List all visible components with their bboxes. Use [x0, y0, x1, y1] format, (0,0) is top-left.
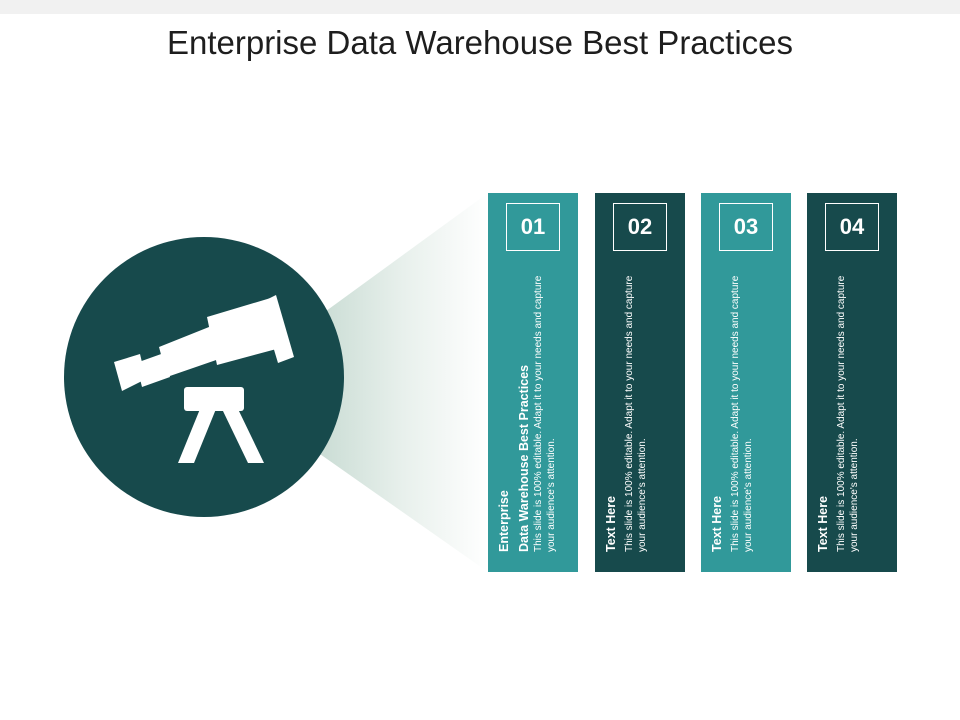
card-text: Text Here This slide is 100% editable. A… [709, 262, 789, 552]
card-number: 04 [825, 203, 879, 251]
card-02: 02 Text Here This slide is 100% editable… [595, 193, 685, 572]
card-03: 03 Text Here This slide is 100% editable… [701, 193, 791, 572]
card-heading-line2: Data Warehouse Best Practices [517, 364, 531, 552]
page-title: Enterprise Data Warehouse Best Practices [166, 24, 794, 61]
card-body: This slide is 100% editable. Adapt it to… [730, 275, 754, 552]
telescope-icon [114, 295, 294, 463]
card-text: Enterprise Data Warehouse Best Practices… [496, 262, 576, 552]
card-body: This slide is 100% editable. Adapt it to… [624, 275, 648, 552]
card-body: This slide is 100% editable. Adapt it to… [836, 275, 860, 552]
telescope-circle [64, 237, 344, 517]
card-body: This slide is 100% editable. Adapt it to… [533, 275, 557, 552]
card-01: 01 Enterprise Data Warehouse Best Practi… [488, 193, 578, 572]
card-text: Text Here This slide is 100% editable. A… [603, 262, 683, 552]
card-number: 03 [719, 203, 773, 251]
card-number: 02 [613, 203, 667, 251]
card-text: Text Here This slide is 100% editable. A… [815, 262, 895, 552]
card-number: 01 [506, 203, 560, 251]
card-heading: Text Here [816, 495, 830, 552]
card-heading: Text Here [710, 495, 724, 552]
card-heading: Text Here [604, 495, 618, 552]
card-04: 04 Text Here This slide is 100% editable… [807, 193, 897, 572]
top-strip [0, 0, 960, 14]
card-heading-line1: Enterprise [497, 490, 511, 552]
